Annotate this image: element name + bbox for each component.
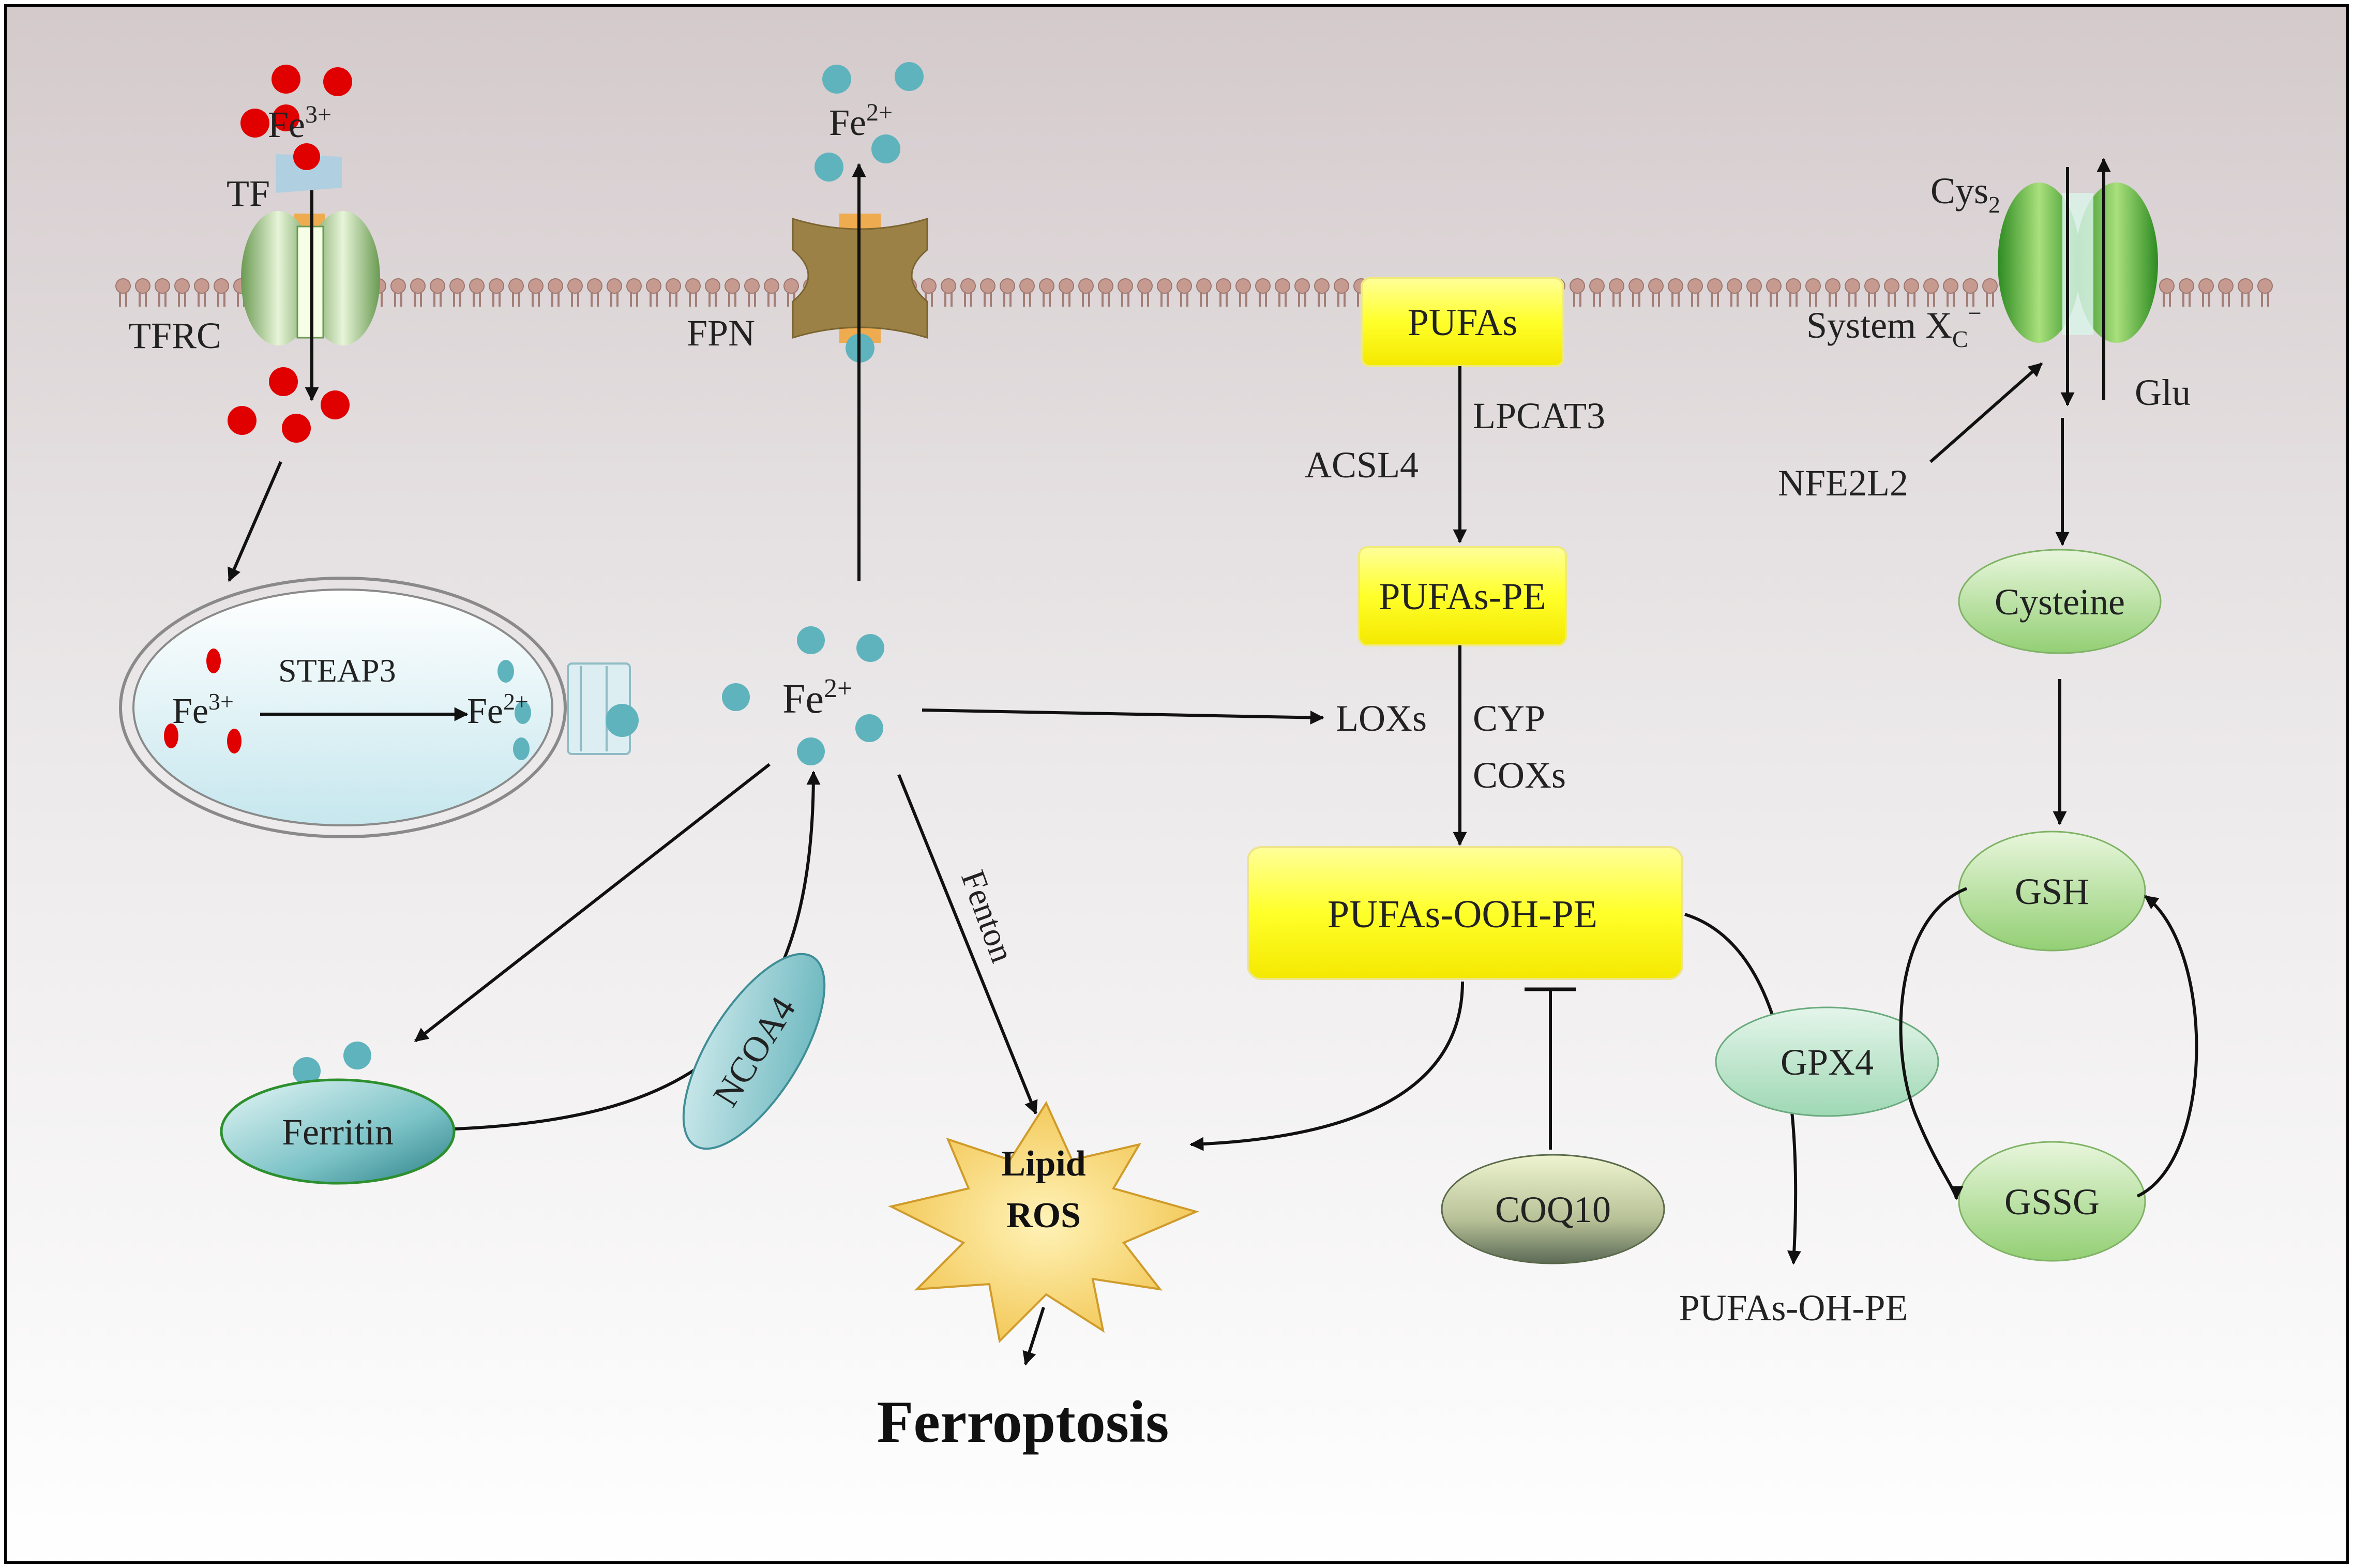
pufas-ooh-pe-box [1247,846,1683,980]
arrow-fe2-to-loxs [922,708,1324,725]
arrow-ros-to-ferroptosis [1022,1307,1045,1366]
endosome-fe2-label: Fe2+ [467,688,529,731]
fe2-ions-extracellular [814,62,924,182]
lipid-label: Lipid [1001,1144,1086,1184]
system-xc-transporter [1998,183,2158,343]
arrow-nfe2l2-to-xc [1929,362,2043,463]
ros-label: ROS [1006,1196,1081,1235]
loxs-label: LOXs [1336,698,1427,739]
tfrc-label: TFRC [128,315,221,356]
fe3-ions-extracellular [240,65,352,170]
gssg-label: GSSG [2004,1181,2100,1223]
lipid-ros-star [888,1100,1199,1344]
endosome [119,577,639,838]
arrow-fe2-to-ferritin [414,763,771,1043]
fe3-ions-intracellular [228,367,350,443]
cyp-label: CYP [1473,698,1545,739]
coxs-label: COXs [1473,755,1566,796]
endosome-fe3-label: Fe3+ [172,688,234,731]
pufas-pe-label: PUFAs-PE [1379,576,1546,618]
pufas-label: PUFAs [1408,301,1518,344]
ferritin-label: Ferritin [282,1111,394,1153]
ferroptosis-label: Ferroptosis [877,1389,1169,1455]
fpn-label: FPN [687,312,755,354]
pufas-pe-box [1358,546,1567,646]
steap3-label: STEAP3 [278,652,396,689]
fe2-center-label: Fe2+ [782,674,852,722]
figure-frame: Fe3+ TF TFRC STEAP3 Fe3+ Fe2+ FPN [4,4,2349,1564]
arrow-gsh-to-gssg [1899,887,1968,1200]
endosome-fe3-ions [164,649,242,753]
ferroptosis-pathway-diagram: Fe3+ TF TFRC STEAP3 Fe3+ Fe2+ FPN [7,7,2346,1561]
cysteine-label: Cysteine [1995,581,2125,623]
fe2-top-label: Fe2+ [829,99,893,143]
gssg-node [1958,1141,2146,1262]
acsl4-label: ACSL4 [1305,444,1419,486]
arrow-fenton [897,774,1038,1115]
coq10-label: COQ10 [1495,1189,1611,1230]
pufas-oh-pe-label: PUFAs-OH-PE [1679,1287,1908,1329]
arrow-to-endosome [228,461,282,582]
tf-label: TF [227,173,270,214]
gpx4-node [1715,1006,1939,1117]
ferritin-node [220,1042,456,1185]
fe3-top-label: Fe3+ [268,101,331,145]
fe2-ion-pool [722,626,884,765]
system-xc-label: System XC− [1806,300,1982,352]
gpx4-label: GPX4 [1781,1042,1874,1083]
pufas-box [1361,277,1564,367]
glu-label: Glu [2135,372,2191,413]
coq10-node [1441,1154,1665,1264]
pufas-ooh-pe-label: PUFAs-OOH-PE [1328,893,1597,936]
cell-membrane [113,224,2274,307]
arrow-gssg-to-gsh [2136,895,2198,1198]
cysteine-node [1958,549,2162,654]
gsh-label: GSH [2015,871,2089,912]
endosome-fe2-ions [497,660,531,760]
cys2-label: Cys2 [1930,170,2000,218]
nfe2l2-label: NFE2L2 [1778,462,1908,504]
lpcat3-label: LPCAT3 [1473,395,1605,436]
arrow-ooh-to-ros [1189,981,1464,1151]
